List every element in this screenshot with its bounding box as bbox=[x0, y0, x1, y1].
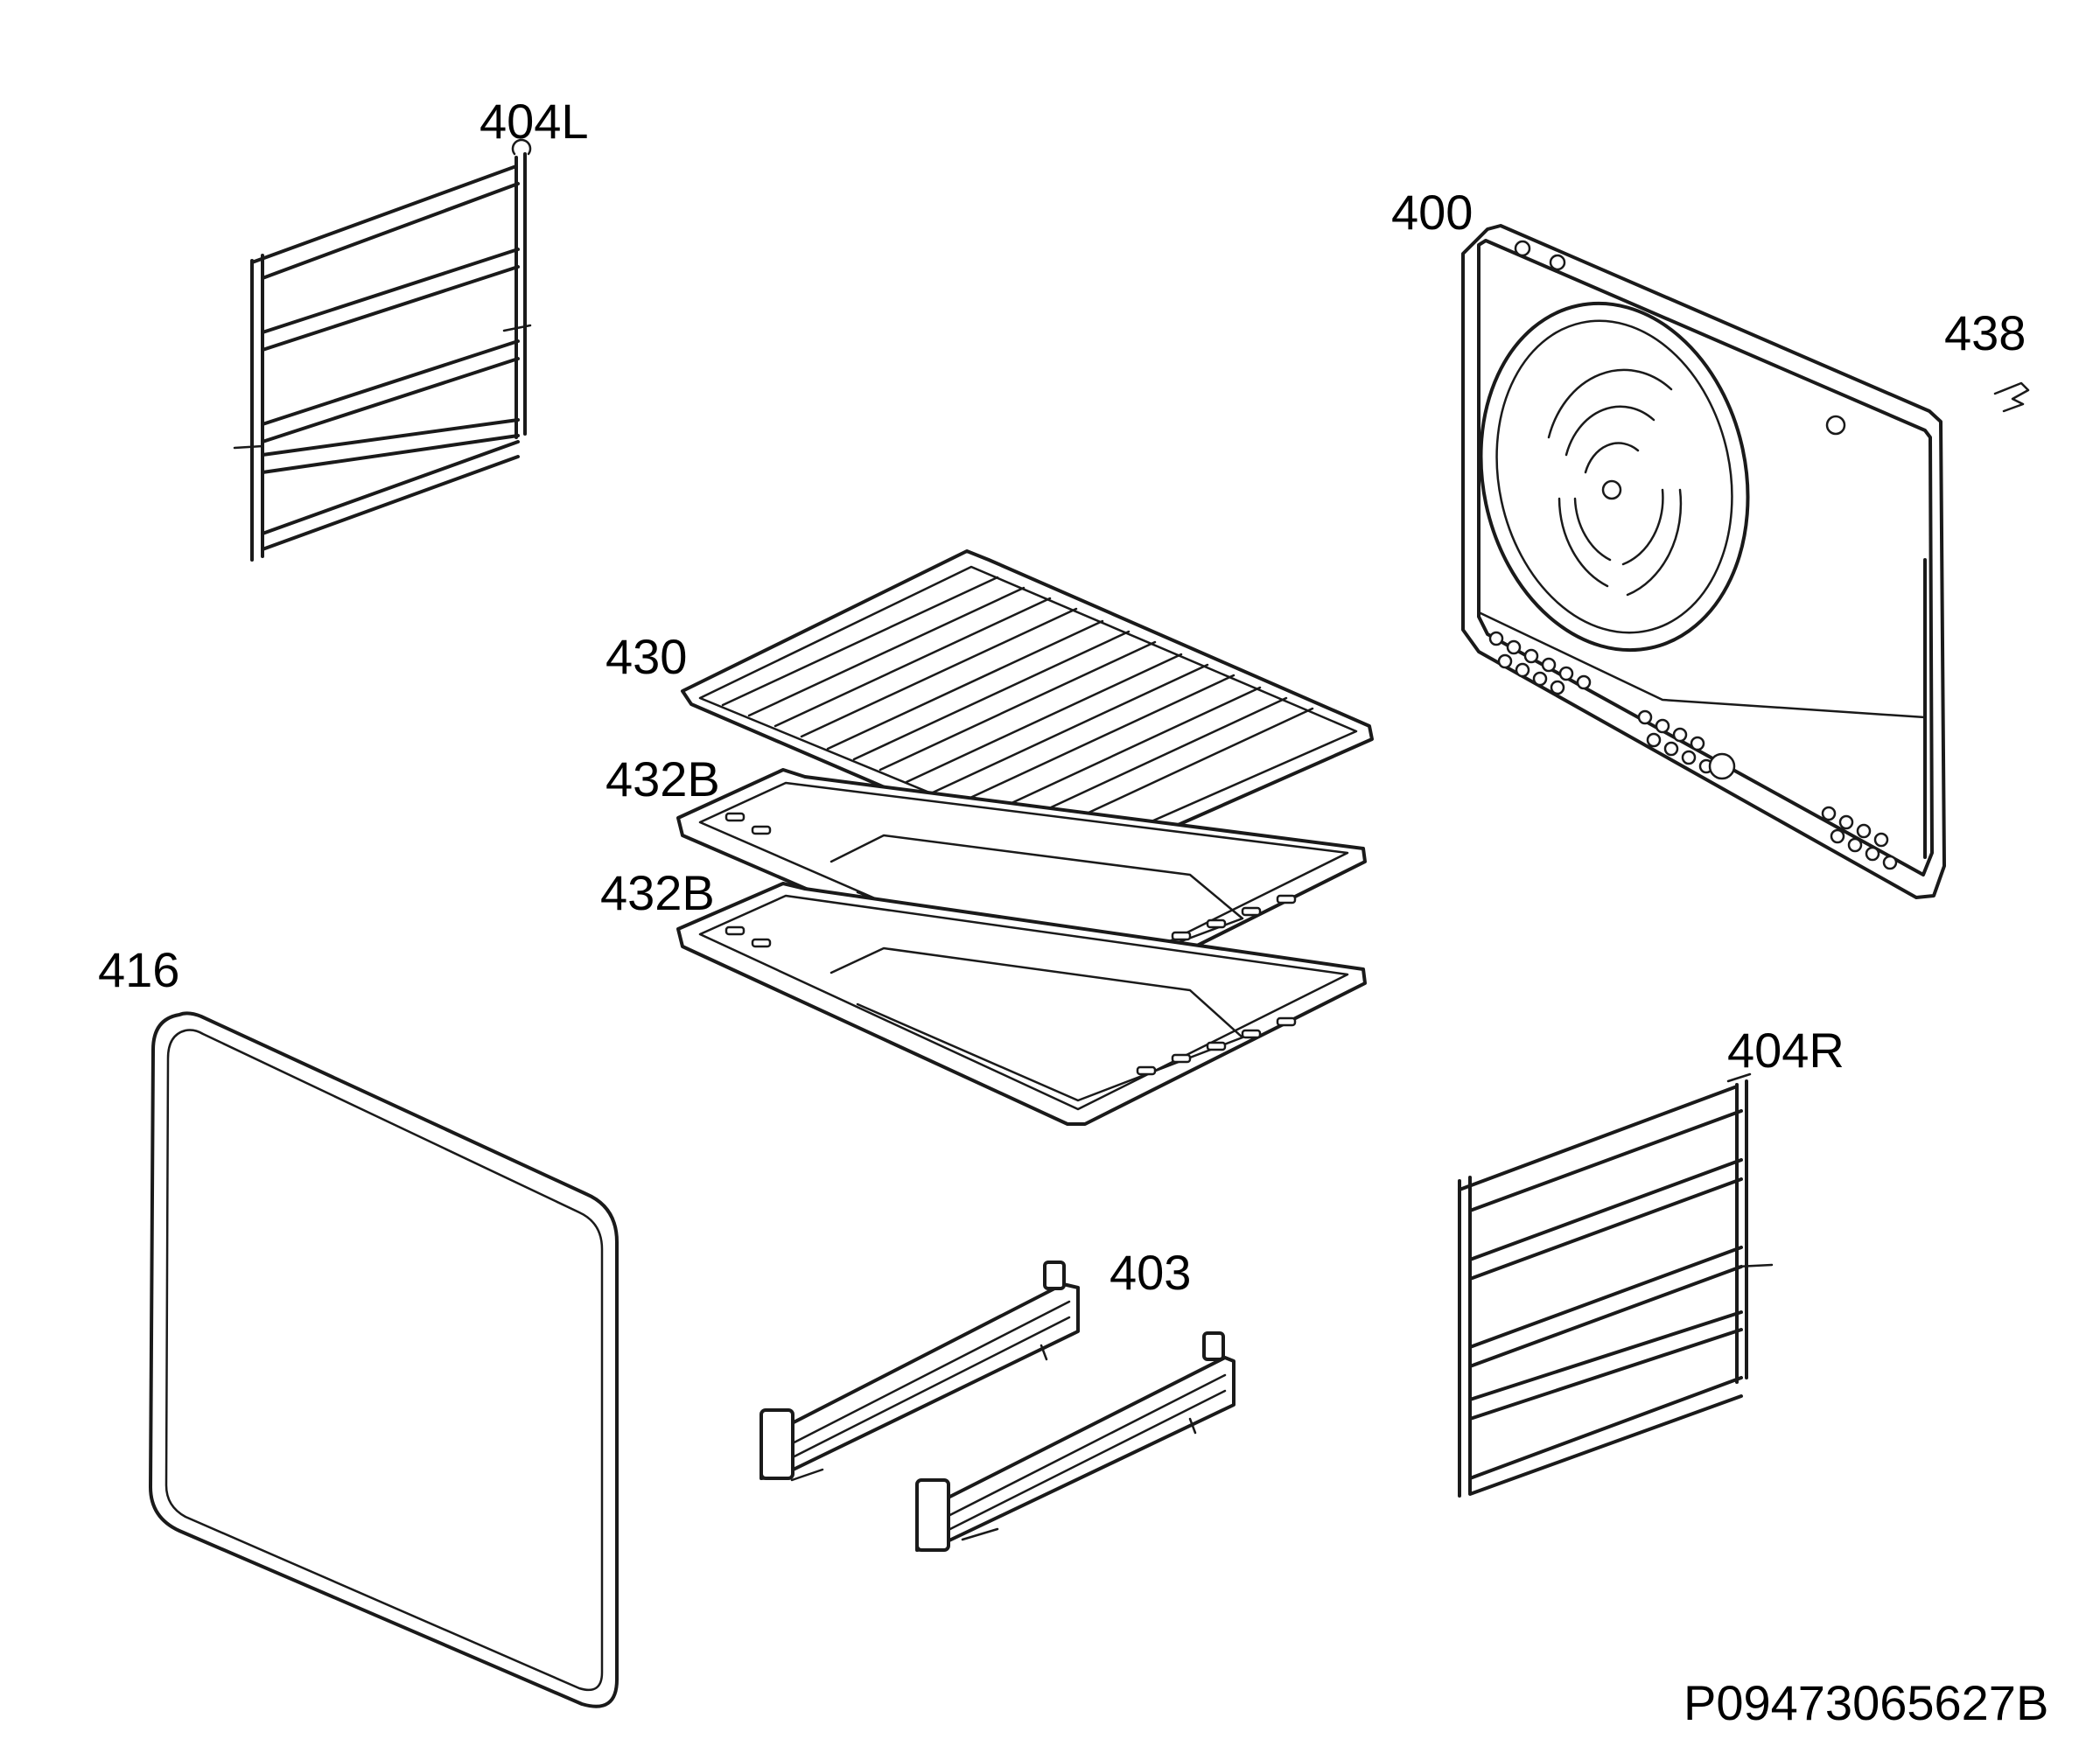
vent-holes bbox=[1488, 240, 1898, 870]
back-panel[interactable] bbox=[1450, 224, 1946, 899]
label-430: 430 bbox=[606, 629, 687, 684]
label-400: 400 bbox=[1391, 185, 1473, 240]
label-438: 438 bbox=[1944, 305, 2026, 360]
label-416: 416 bbox=[98, 942, 179, 997]
baking-tray-lower[interactable] bbox=[676, 882, 1367, 1126]
shelf-support-left[interactable] bbox=[233, 138, 532, 562]
fan-grille bbox=[1547, 368, 1683, 597]
telescopic-runner-left[interactable] bbox=[760, 1261, 1080, 1482]
door-seal[interactable] bbox=[149, 1011, 619, 1708]
label-404r: 404R bbox=[1727, 1023, 1844, 1078]
label-432b-upper: 432B bbox=[606, 751, 720, 807]
label-432b-lower: 432B bbox=[600, 865, 715, 920]
shelf-support-right[interactable] bbox=[1458, 1072, 1774, 1498]
label-403: 403 bbox=[1110, 1245, 1191, 1300]
clip[interactable] bbox=[1993, 381, 2030, 413]
drawing-number: P09473065627B bbox=[1684, 1675, 2048, 1730]
label-404l: 404L bbox=[480, 94, 589, 149]
telescopic-runner-right[interactable] bbox=[915, 1331, 1236, 1552]
